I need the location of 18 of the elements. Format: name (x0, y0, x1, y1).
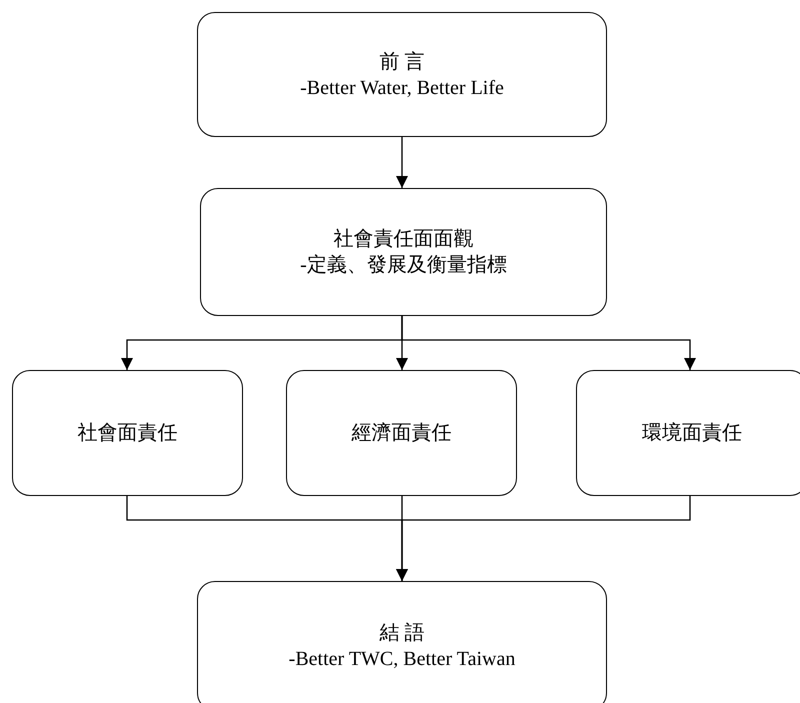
subtitle-text: -Better Water, Better Life (300, 76, 504, 100)
section-box (200, 188, 607, 316)
heading-text: 前 言 (380, 50, 424, 74)
section-box (197, 581, 607, 703)
subtitle-text: -定義、發展及衡量指標 (300, 253, 507, 278)
category-box (286, 370, 517, 496)
category-box (576, 370, 800, 496)
heading-text: 環境面責任 (642, 421, 742, 446)
arrow (396, 496, 691, 581)
subtitle-text: -Better TWC, Better Taiwan (288, 647, 516, 672)
category-box (12, 370, 243, 496)
arrow (401, 316, 696, 370)
heading-text: 社會面責任 (78, 421, 178, 446)
arrow (396, 137, 408, 188)
heading-text: 社會責任面面觀 (334, 227, 474, 252)
section-box (197, 12, 607, 137)
heading-text: 經濟面責任 (352, 421, 452, 446)
heading-text: 結 語 (380, 621, 424, 646)
